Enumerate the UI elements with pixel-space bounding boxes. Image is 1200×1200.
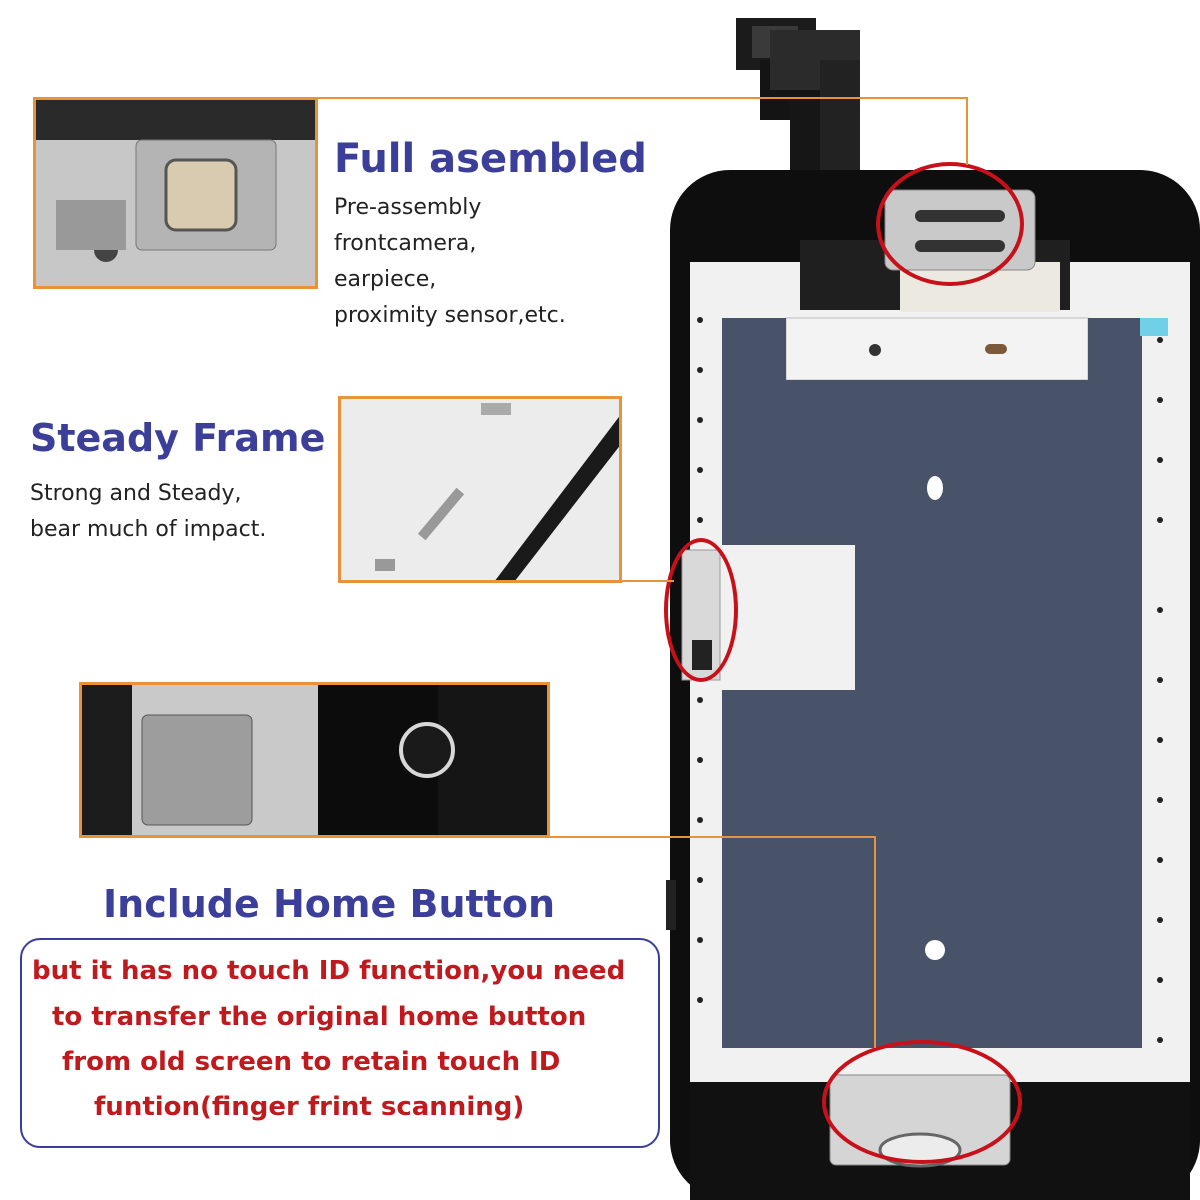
- frame-closeup-illustration: [341, 399, 619, 580]
- full-assembled-description: Pre-assembly frontcamera, earpiece, prox…: [334, 190, 566, 334]
- callout-line-bottom: [548, 836, 876, 1048]
- notice-line: funtion(finger frint scanning): [94, 1092, 525, 1122]
- home-button-highlight-ring: [822, 1040, 1022, 1164]
- description-line: frontcamera,: [334, 231, 477, 256]
- frame-closeup-photo: [338, 396, 622, 583]
- frame-highlight-ring: [664, 538, 738, 682]
- earpiece-closeup-illustration: [36, 100, 315, 286]
- callout-line-middle: [620, 580, 674, 582]
- description-line: Strong and Steady,: [30, 481, 242, 506]
- description-line: earpiece,: [334, 267, 437, 292]
- home-button-closeup-photo: [79, 682, 550, 838]
- description-line: bear much of impact.: [30, 517, 267, 542]
- notice-line: to transfer the original home button: [52, 1002, 587, 1032]
- flex-cable: [736, 18, 860, 240]
- notice-line: but it has no touch ID function,you need: [32, 956, 626, 986]
- callout-line-top: [316, 97, 968, 165]
- steady-frame-heading: Steady Frame: [30, 416, 326, 460]
- touch-id-notice-box: but it has no touch ID function,you need…: [20, 938, 660, 1148]
- earpiece-closeup-photo: [33, 97, 318, 289]
- full-assembled-heading: Full asembled: [334, 136, 647, 182]
- description-line: proximity sensor,etc.: [334, 303, 566, 328]
- steady-frame-description: Strong and Steady, bear much of impact.: [30, 476, 266, 548]
- home-button-closeup-illustration: [82, 685, 547, 835]
- earpiece-highlight-ring: [876, 162, 1024, 286]
- notice-line: from old screen to retain touch ID: [62, 1047, 561, 1077]
- lcd-shield: [722, 318, 1142, 1048]
- home-button-heading: Include Home Button: [103, 882, 556, 926]
- description-line: Pre-assembly: [334, 195, 482, 220]
